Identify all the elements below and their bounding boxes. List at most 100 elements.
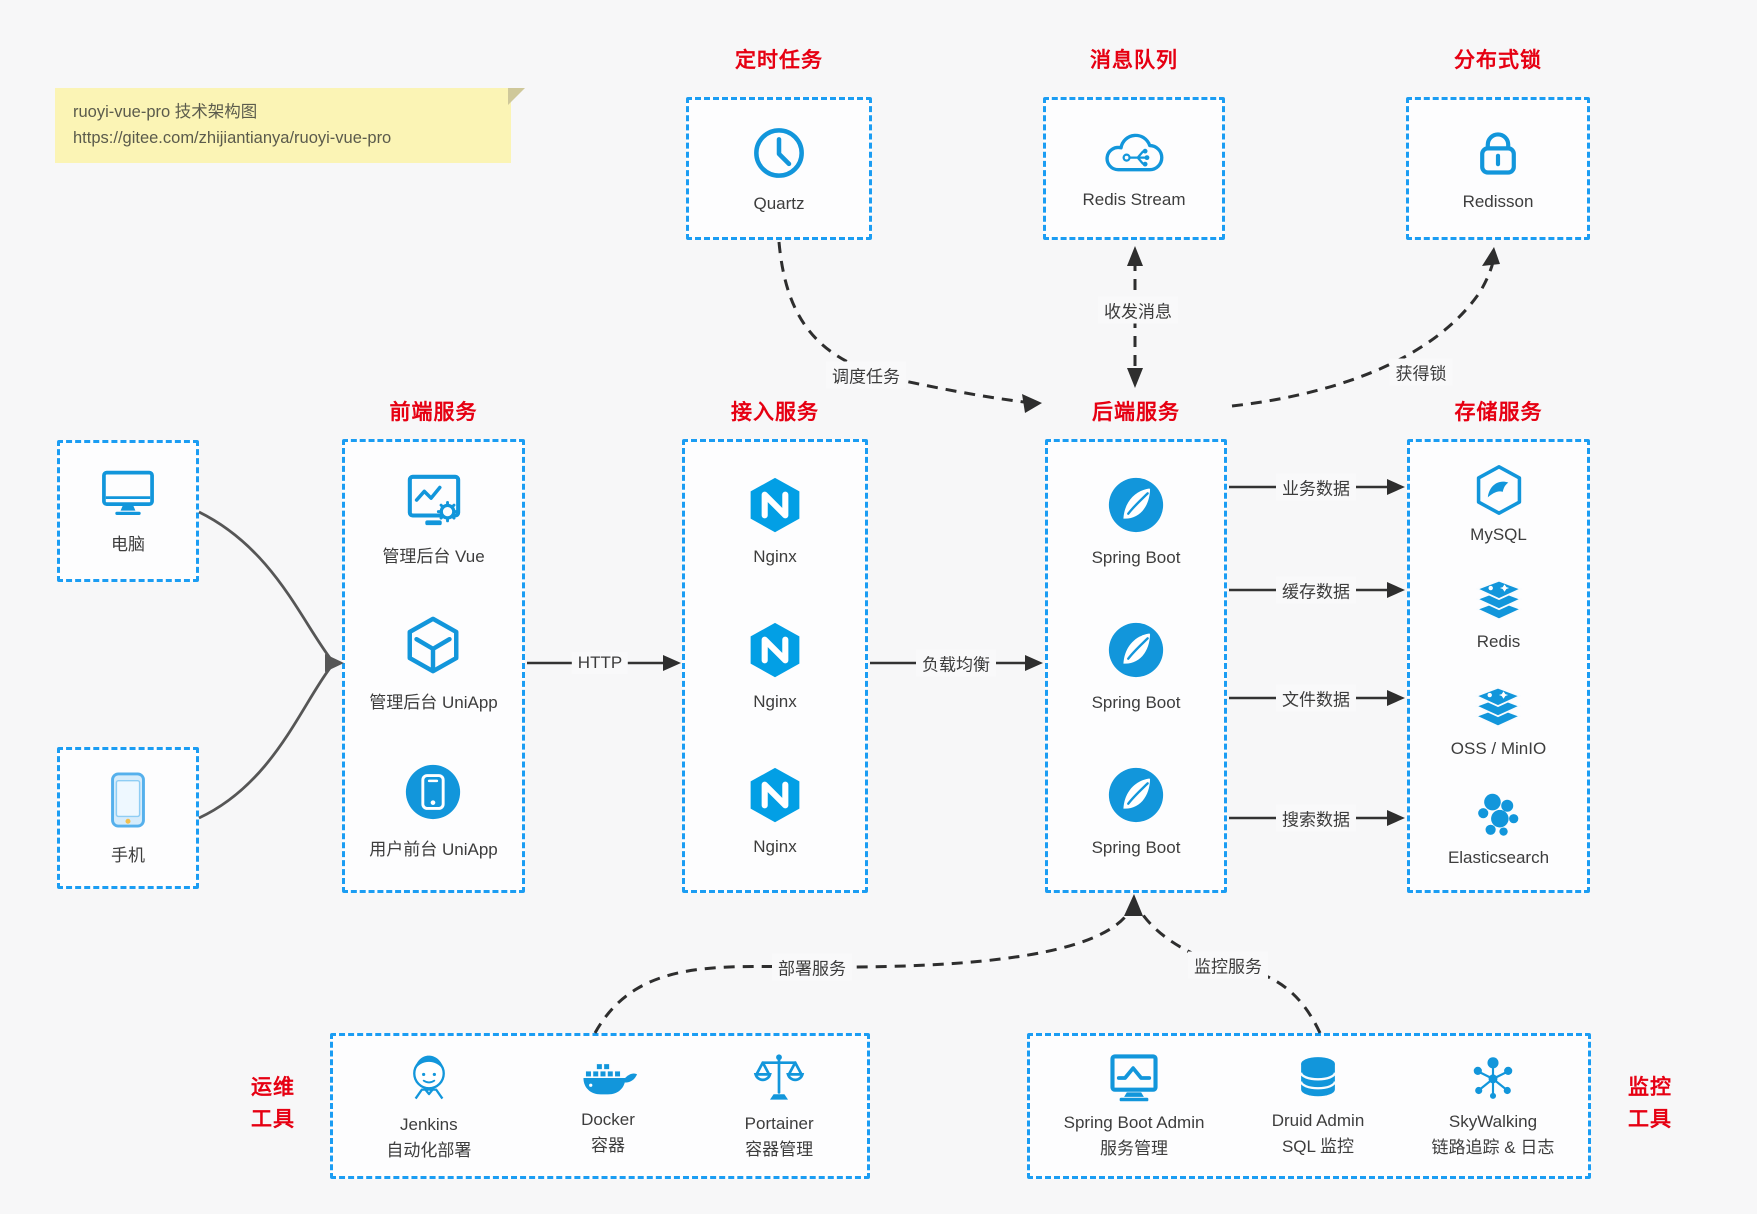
- service-nginx-2: Nginx: [745, 620, 805, 712]
- ops-tools-box: Jenkins 自动化部署 Docker 容器: [330, 1033, 870, 1179]
- note-title: ruoyi-vue-pro 技术架构图: [73, 103, 258, 121]
- backend-box: Spring Boot Spring Boot Spring Boot: [1045, 439, 1227, 893]
- messaging-label: 收发消息: [1098, 296, 1178, 324]
- lock-icon: [1472, 126, 1524, 185]
- search-data-arrowhead: [1387, 810, 1405, 826]
- client-label: 手机: [111, 845, 145, 865]
- monitoring-tools-box: Spring Boot Admin 服务管理 Druid Admin SQL 监…: [1027, 1033, 1591, 1179]
- clock-icon: [750, 124, 808, 187]
- http-label: HTTP: [571, 652, 629, 674]
- redisson-box: Redisson: [1406, 97, 1590, 240]
- spring-icon: [1105, 764, 1167, 831]
- tool-skywalking: SkyWalking 链路追踪 & 日志: [1431, 1053, 1555, 1160]
- service-redis-stream: Redis Stream: [1082, 128, 1186, 210]
- service-label: Quartz: [753, 193, 805, 213]
- quartz-box: Quartz: [686, 97, 872, 240]
- spring-icon: [1105, 619, 1167, 686]
- docker-icon: [578, 1055, 638, 1106]
- deploy-monitor-arrowhead: [1124, 894, 1143, 916]
- file-data-arrowhead: [1387, 690, 1405, 706]
- service-nginx-3: Nginx: [745, 765, 805, 857]
- load-balance-arrowhead: [1025, 655, 1043, 671]
- acquire-lock-arrowhead: [1482, 247, 1500, 266]
- pc-client-box: 电脑: [57, 440, 199, 582]
- messaging-up-arrowhead: [1127, 246, 1143, 266]
- service-label: Nginx: [753, 691, 797, 711]
- service-label: Elasticsearch: [1447, 848, 1550, 867]
- uniapp-cube-icon: [402, 614, 464, 681]
- group-title-scheduled-jobs: 定时任务: [735, 49, 823, 72]
- note-fold: [508, 88, 525, 105]
- note-url: https://gitee.com/zhijiantianya/ruoyi-vu…: [73, 129, 392, 148]
- service-mysql: MySQL: [1470, 464, 1527, 545]
- redis-stream-box: Redis Stream: [1043, 97, 1225, 240]
- tool-druid-admin: Druid Admin SQL 监控: [1271, 1054, 1365, 1159]
- search-data-label: 搜索数据: [1276, 804, 1356, 832]
- group-title-ops-tools: 运维 工具: [251, 1076, 295, 1131]
- mobile-to-frontend-arrow: [198, 667, 332, 820]
- tool-name: SkyWalking: [1448, 1111, 1538, 1131]
- client-mobile: 手机: [106, 771, 150, 866]
- client-label: 电脑: [111, 534, 145, 554]
- business-data-label: 业务数据: [1276, 473, 1356, 501]
- tool-jenkins: Jenkins 自动化部署: [386, 1050, 471, 1163]
- nginx-icon: [745, 620, 805, 685]
- tool-spring-boot-admin: Spring Boot Admin 服务管理: [1063, 1052, 1205, 1161]
- admin-vue-icon: [403, 472, 465, 535]
- elasticsearch-icon: [1472, 791, 1524, 844]
- mysql-icon: [1473, 464, 1525, 521]
- jenkins-icon: [404, 1050, 454, 1111]
- user-app-icon: [402, 761, 464, 828]
- monitor-service-label: 监控服务: [1188, 951, 1268, 979]
- tool-desc: 链路追踪 & 日志: [1431, 1137, 1555, 1157]
- service-redisson: Redisson: [1463, 126, 1533, 212]
- service-label: Redis: [1476, 632, 1521, 651]
- druid-icon: [1293, 1054, 1343, 1107]
- deploy-service-label: 部署服务: [772, 953, 852, 981]
- nginx-icon: [745, 765, 805, 830]
- group-title-monitoring-tools: 监控 工具: [1628, 1076, 1672, 1131]
- group-title-storage: 存储服务: [1454, 401, 1543, 424]
- service-admin-uniapp: 管理后台 UniApp: [369, 614, 498, 713]
- redis-icon: [1473, 577, 1525, 628]
- service-quartz: Quartz: [750, 124, 808, 214]
- tool-desc: 服务管理: [1100, 1138, 1169, 1158]
- group-title-backend: 后端服务: [1092, 401, 1180, 424]
- service-label: Redis Stream: [1082, 189, 1186, 209]
- tool-name: Spring Boot Admin: [1063, 1112, 1205, 1132]
- tool-docker: Docker 容器: [578, 1055, 638, 1158]
- tool-desc: 容器管理: [745, 1139, 814, 1159]
- group-title-message-queue: 消息队列: [1090, 49, 1178, 72]
- service-springboot-1: Spring Boot: [1091, 474, 1181, 568]
- group-title-frontend: 前端服务: [389, 401, 478, 424]
- cloud-stream-icon: [1102, 128, 1166, 183]
- access-box: Nginx Nginx Nginx: [682, 439, 868, 893]
- tool-name: Jenkins: [400, 1114, 458, 1134]
- service-admin-vue: 管理后台 Vue: [382, 472, 485, 567]
- tool-name: Druid Admin: [1271, 1110, 1365, 1130]
- service-elasticsearch: Elasticsearch: [1448, 791, 1549, 868]
- service-label: Spring Boot: [1091, 838, 1181, 858]
- service-label: MySQL: [1470, 525, 1527, 544]
- service-label: 用户前台 UniApp: [369, 840, 498, 860]
- service-springboot-3: Spring Boot: [1091, 764, 1181, 858]
- sticky-note: ruoyi-vue-pro 技术架构图 https://gitee.com/zh…: [55, 88, 525, 163]
- service-springboot-2: Spring Boot: [1091, 619, 1181, 713]
- group-title-distributed-lock: 分布式锁: [1454, 49, 1542, 72]
- frontend-box: 管理后台 Vue 管理后台 UniApp 用户前台 UniApp: [342, 439, 525, 893]
- service-label: Spring Boot: [1091, 692, 1181, 712]
- mobile-client-box: 手机: [57, 747, 199, 889]
- messaging-down-arrowhead: [1127, 368, 1143, 388]
- acquire-lock-label: 获得锁: [1389, 358, 1453, 386]
- service-user-uniapp: 用户前台 UniApp: [369, 761, 498, 860]
- oss-icon: [1472, 684, 1524, 735]
- service-label: Spring Boot: [1091, 547, 1181, 567]
- acquire-lock-curve: [1231, 261, 1495, 408]
- tool-portainer: Portainer 容器管理: [745, 1051, 814, 1162]
- deploy-service-curve: [593, 911, 1131, 1034]
- tool-desc: 容器: [591, 1135, 625, 1155]
- cache-data-label: 缓存数据: [1276, 576, 1356, 604]
- service-nginx-1: Nginx: [745, 475, 805, 567]
- spring-icon: [1105, 474, 1167, 541]
